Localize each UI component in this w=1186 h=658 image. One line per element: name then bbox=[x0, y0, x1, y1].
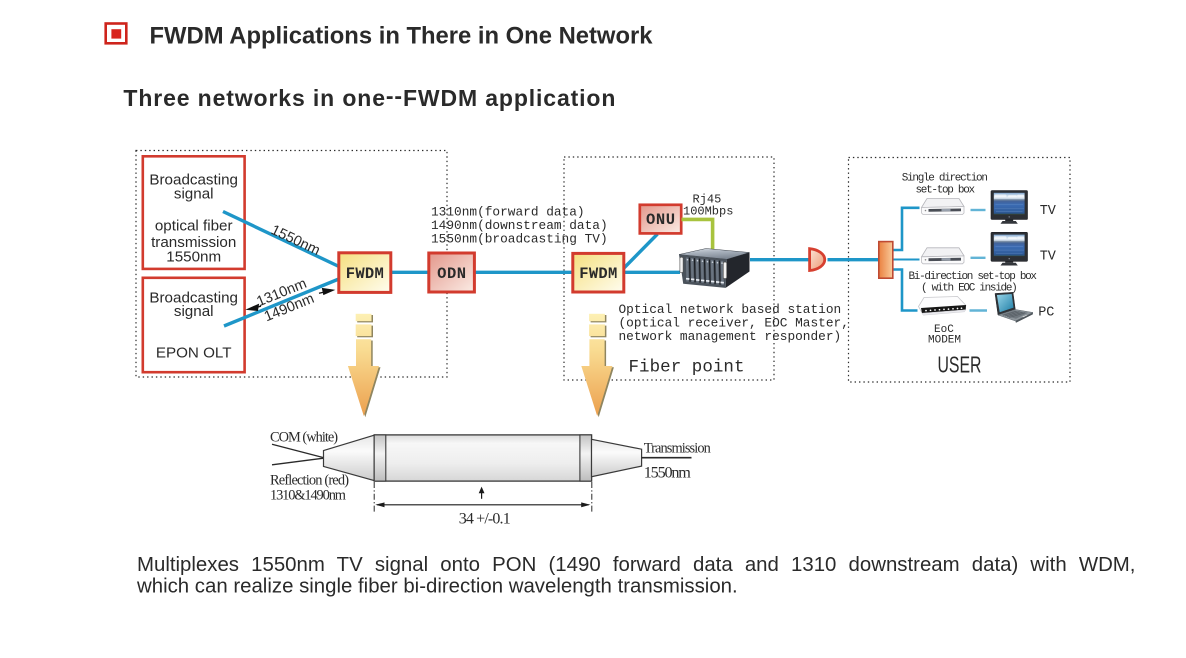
svg-text:Bi-direction set-top box: Bi-direction set-top box bbox=[909, 271, 1038, 283]
svg-text:signal: signal bbox=[174, 303, 214, 320]
svg-text:Reflection (red): Reflection (red) bbox=[270, 472, 349, 488]
svg-text:Fiber point: Fiber point bbox=[629, 358, 745, 378]
svg-text:optical fiber: optical fiber bbox=[155, 218, 233, 235]
svg-text:FWDM Applications in There in: FWDM Applications in There in One Networ… bbox=[150, 23, 653, 50]
svg-text:ONU: ONU bbox=[646, 211, 675, 229]
svg-text:COM (white): COM (white) bbox=[270, 430, 338, 446]
svg-text:(optical receiver, EOC Master,: (optical receiver, EOC Master, bbox=[619, 316, 849, 331]
svg-text:signal: signal bbox=[174, 186, 214, 203]
svg-text:100Mbps: 100Mbps bbox=[683, 205, 733, 219]
svg-text:network management responder): network management responder) bbox=[619, 329, 842, 344]
svg-text:Multiplexes 1550nm TV signal o: Multiplexes 1550nm TV signal onto PON (1… bbox=[137, 554, 1135, 576]
svg-text:1550nm: 1550nm bbox=[166, 249, 221, 266]
svg-text:( with EOC inside): ( with EOC inside) bbox=[921, 283, 1016, 295]
svg-text:ODN: ODN bbox=[437, 265, 466, 283]
svg-text:Single direction: Single direction bbox=[902, 173, 988, 185]
svg-text:PC: PC bbox=[1038, 306, 1054, 321]
svg-text:1550nm(broadcasting TV): 1550nm(broadcasting TV) bbox=[431, 232, 608, 247]
svg-text:Broadcasting: Broadcasting bbox=[149, 290, 238, 307]
svg-text:MODEM: MODEM bbox=[928, 335, 961, 347]
svg-text:1550nm: 1550nm bbox=[268, 222, 322, 259]
svg-text:Broadcasting: Broadcasting bbox=[149, 172, 238, 189]
svg-text:USER: USER bbox=[938, 352, 982, 378]
svg-text:set-top box: set-top box bbox=[916, 185, 976, 197]
svg-text:34 +/-0.1: 34 +/-0.1 bbox=[459, 511, 511, 528]
svg-text:EPON OLT: EPON OLT bbox=[156, 345, 232, 362]
svg-text:TV: TV bbox=[1040, 249, 1057, 264]
svg-text:Rj45: Rj45 bbox=[693, 192, 722, 206]
svg-text:1550nm: 1550nm bbox=[644, 463, 691, 481]
svg-text:Transmission: Transmission bbox=[644, 440, 711, 456]
svg-text:transmission: transmission bbox=[151, 234, 236, 251]
svg-text:EoC: EoC bbox=[934, 324, 954, 336]
svg-text:FWDM: FWDM bbox=[579, 265, 617, 283]
svg-text:Three networks in one--FWDM ap: Three networks in one--FWDM application bbox=[123, 82, 615, 111]
svg-text:Optical network based station: Optical network based station bbox=[619, 302, 842, 317]
svg-text:FWDM: FWDM bbox=[346, 265, 384, 283]
svg-text:TV: TV bbox=[1040, 204, 1057, 219]
svg-text:1490nm(downstream data): 1490nm(downstream data) bbox=[431, 218, 608, 233]
svg-text:which can realize single fiber: which can realize single fiber bi-direct… bbox=[136, 576, 738, 598]
svg-text:1310&1490nm: 1310&1490nm bbox=[270, 488, 346, 504]
svg-text:1310nm(forward data): 1310nm(forward data) bbox=[431, 205, 585, 220]
